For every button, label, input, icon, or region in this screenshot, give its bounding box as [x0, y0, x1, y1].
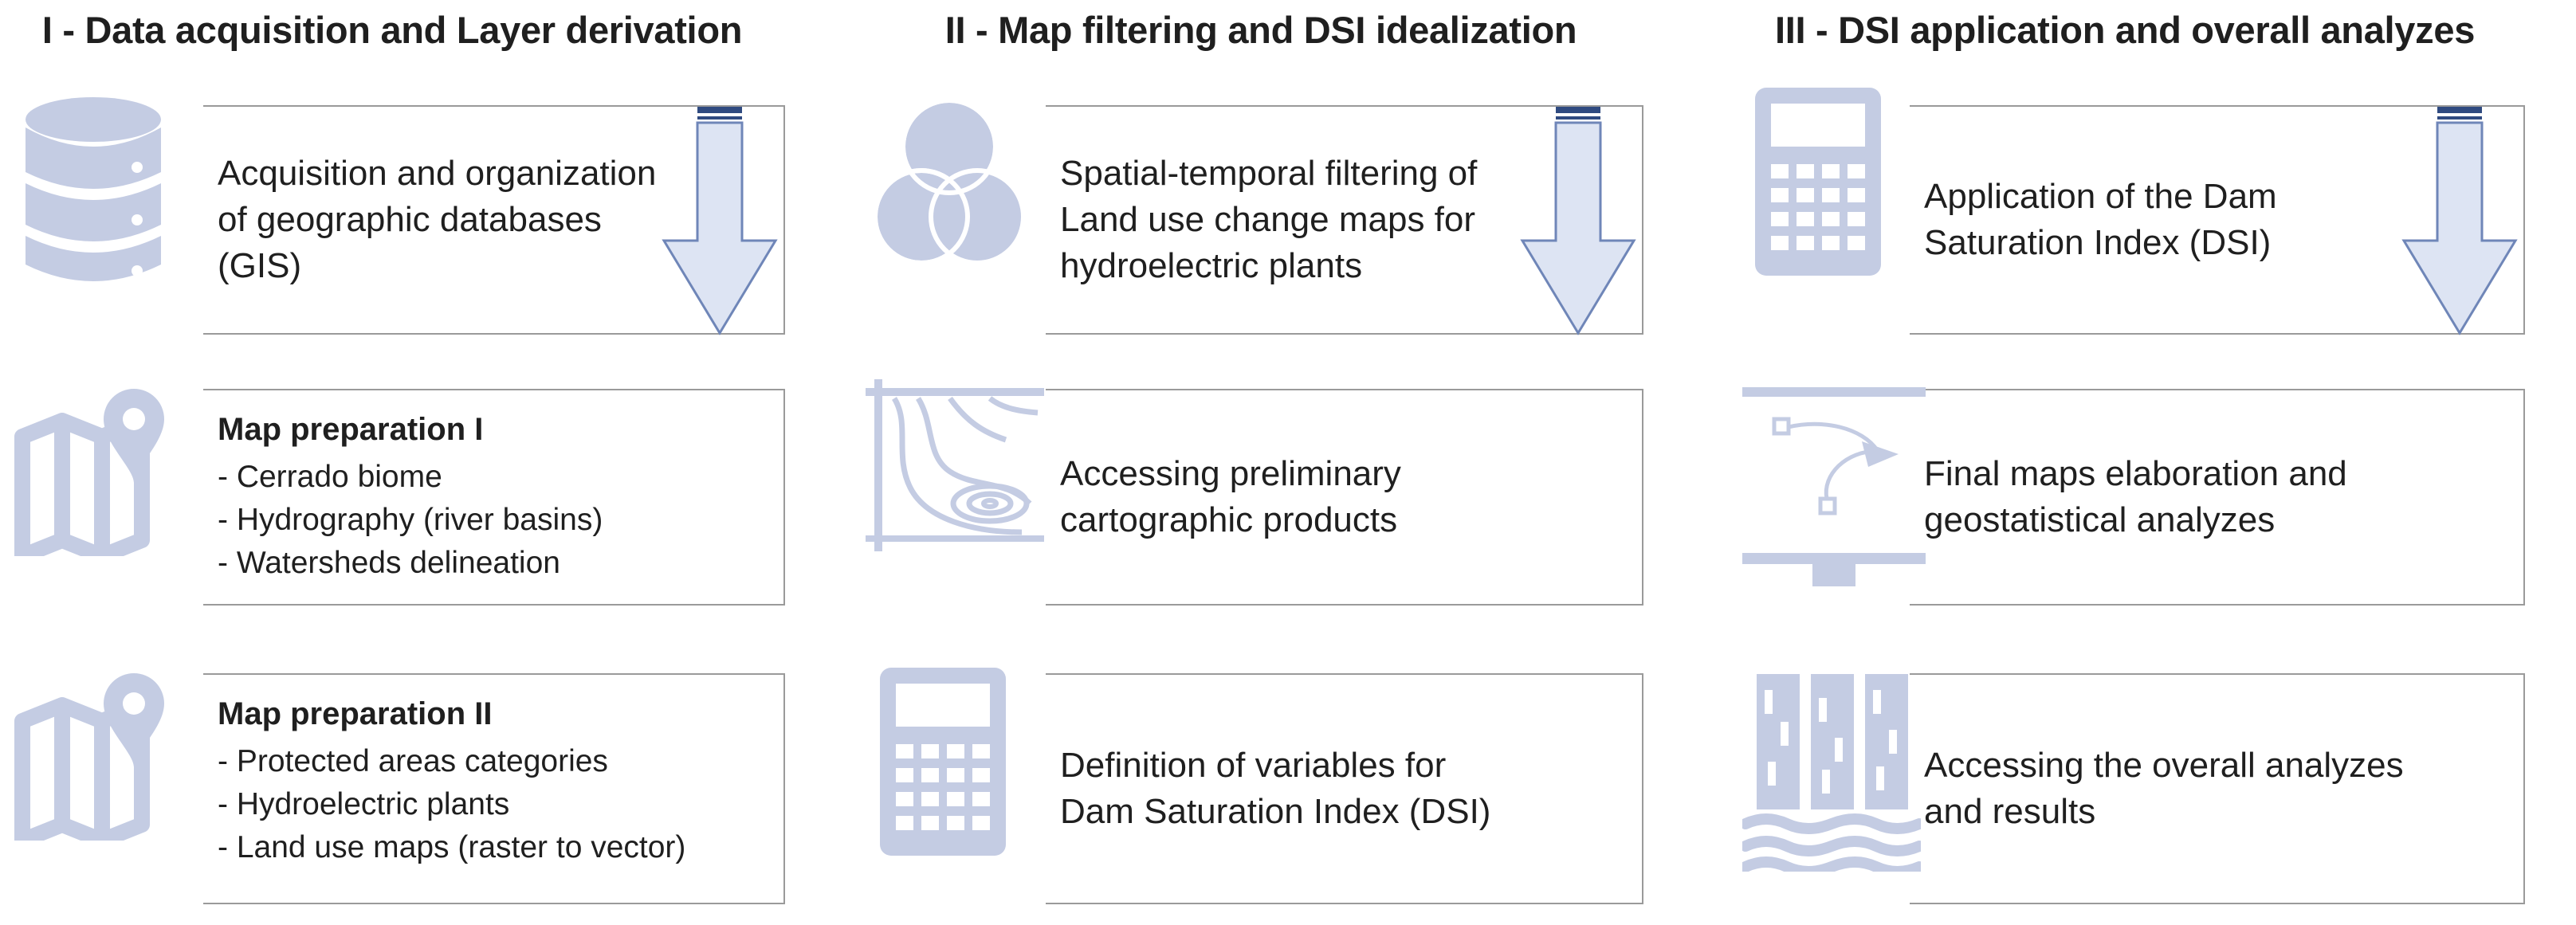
calculator-icon [880, 668, 1006, 856]
down-arrow-icon [662, 107, 778, 335]
stage-1-box-acquisition: Acquisition and organization of geograph… [203, 105, 785, 335]
venn-diagram-icon [874, 98, 1025, 265]
box-text: Application of the Dam Saturation Index … [1924, 174, 2277, 266]
text-line: Accessing the overall analyzes [1924, 746, 2404, 785]
text-line: Land use change maps for [1060, 200, 1476, 239]
box-text: Final maps elaboration and geostatistica… [1924, 451, 2347, 543]
text-line: Acquisition and organization [218, 154, 657, 193]
stage-3-column: III - DSI application and overall analyz… [1726, 0, 2525, 925]
vector-design-icon [1742, 387, 1926, 586]
box-text: Acquisition and organization of geograph… [218, 151, 656, 289]
contour-map-icon [866, 379, 1044, 551]
stage-2-box-variables: Definition of variables for Dam Saturati… [1046, 673, 1643, 904]
item-list: Cerrado biome Hydrography (river basins)… [218, 456, 603, 585]
text-line: of geographic databases [218, 200, 602, 239]
stage-2-title: II - Map filtering and DSI idealization [944, 9, 1577, 51]
stage-3-box-overall-analyzes: Accessing the overall analyzes and resul… [1910, 673, 2525, 904]
list-item: Protected areas categories [218, 740, 685, 783]
item-list: Protected areas categories Hydroelectric… [218, 740, 686, 869]
list-item: Hydroelectric plants [218, 783, 685, 826]
stage-1-box-map-preparation-1: Map preparation I Cerrado biome Hydrogra… [203, 389, 785, 606]
text-line: Saturation Index (DSI) [1924, 223, 2272, 262]
stage-2-column: II - Map filtering and DSI idealization … [862, 0, 1659, 925]
list-item: Cerrado biome [218, 456, 603, 499]
text-line: Definition of variables for [1060, 746, 1447, 785]
map-pin-icon [14, 673, 164, 841]
box-text: Definition of variables for Dam Saturati… [1060, 743, 1490, 835]
text-line: (GIS) [218, 246, 302, 285]
stage-1-title: I - Data acquisition and Layer derivatio… [41, 9, 743, 51]
stage-3-box-application: Application of the Dam Saturation Index … [1910, 105, 2525, 335]
down-arrow-icon [2401, 107, 2518, 335]
stage-2-box-filtering: Spatial-temporal filtering of Land use c… [1046, 105, 1643, 335]
calculator-icon [1755, 88, 1881, 276]
text-line: and results [1924, 792, 2096, 831]
text-line: Dam Saturation Index (DSI) [1060, 792, 1491, 831]
river-flood-icon [1742, 674, 1921, 872]
stage-1-box-map-preparation-2: Map preparation II Protected areas categ… [203, 673, 785, 904]
stage-3-title: III - DSI application and overall analyz… [1774, 9, 2476, 51]
text-line: Final maps elaboration and [1924, 454, 2347, 493]
box-text: Map preparation II Protected areas categ… [218, 692, 685, 869]
stage-3-box-final-maps: Final maps elaboration and geostatistica… [1910, 389, 2525, 606]
box-text: Accessing the overall analyzes and resul… [1924, 743, 2404, 835]
text-line: hydroelectric plants [1060, 246, 1363, 285]
text-line: Accessing preliminary [1060, 454, 1401, 493]
list-item: Watersheds delineation [218, 542, 603, 585]
box-text: Accessing preliminary cartographic produ… [1060, 451, 1401, 543]
box-text: Map preparation I Cerrado biome Hydrogra… [218, 408, 603, 585]
down-arrow-icon [1520, 107, 1636, 335]
list-item: Hydrography (river basins) [218, 499, 603, 542]
map-pin-icon [14, 389, 164, 556]
stage-1-column: I - Data acquisition and Layer derivatio… [0, 0, 797, 925]
box-title: Map preparation I [218, 412, 484, 447]
box-text: Spatial-temporal filtering of Land use c… [1060, 151, 1477, 289]
text-line: Spatial-temporal filtering of [1060, 154, 1478, 193]
box-title: Map preparation II [218, 696, 493, 731]
database-icon [26, 97, 161, 281]
list-item: Land use maps (raster to vector) [218, 826, 686, 869]
text-line: cartographic products [1060, 500, 1398, 539]
text-line: Application of the Dam [1924, 177, 2277, 216]
stage-2-box-preliminary-products: Accessing preliminary cartographic produ… [1046, 389, 1643, 606]
text-line: geostatistical analyzes [1924, 500, 2276, 539]
